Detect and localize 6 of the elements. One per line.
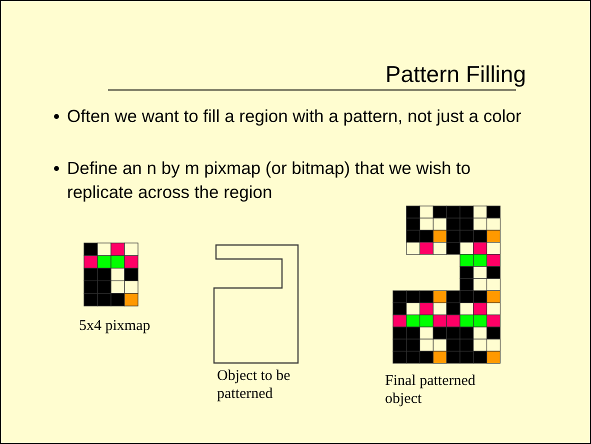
bullet-text: Define an n by m pixmap (or bitmap) that we wish to replicate across the region — [67, 157, 472, 204]
object-caption: Object to be patterned — [217, 367, 292, 403]
pixmap-caption: 5x4 pixmap — [79, 317, 152, 335]
slide-title: Pattern Filling — [385, 61, 526, 88]
result-caption: Final patterned object — [385, 372, 476, 408]
bullet-text: Often we want to fill a region with a pattern, not just a color — [67, 105, 522, 128]
